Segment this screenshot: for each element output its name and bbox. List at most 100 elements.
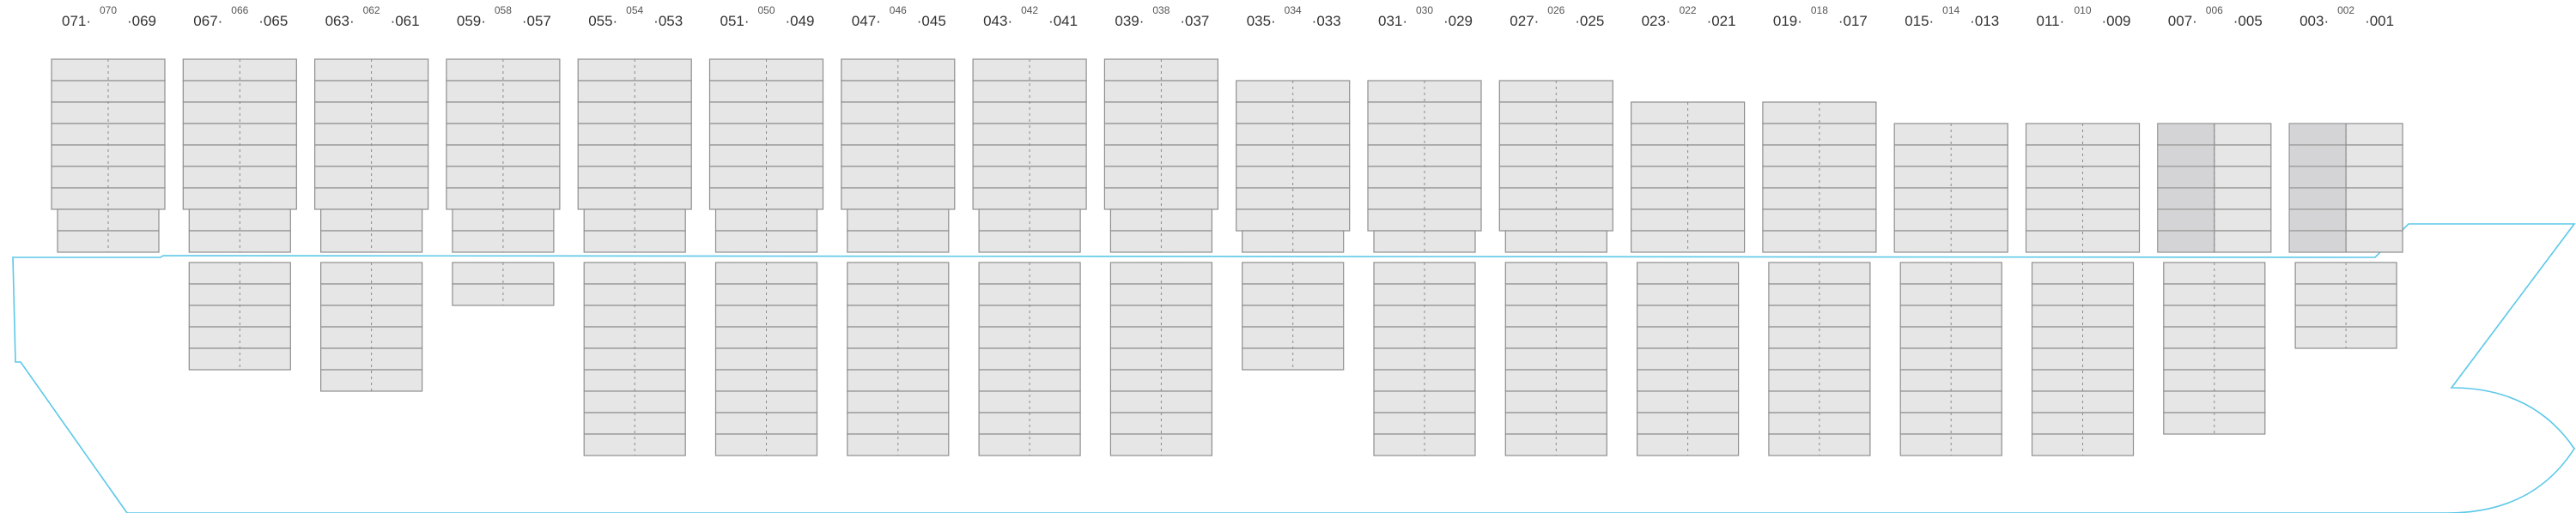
- bay-label-left: 031·: [1378, 13, 1407, 29]
- bay-label-left: 027·: [1510, 13, 1539, 29]
- slot-below: [1768, 412, 1871, 435]
- slot-below: [1109, 262, 1213, 285]
- bay-label-mid: 050: [757, 4, 775, 16]
- slot-below: [2031, 369, 2135, 392]
- bay-label-right: ·037: [1180, 13, 1209, 29]
- slot-below: [978, 412, 1081, 435]
- slot-above: [1630, 208, 1746, 232]
- bay-label-mid: 030: [1416, 4, 1433, 16]
- slot-above-highlight: [2158, 189, 2215, 208]
- ship-hull-outline: [12, 223, 2576, 513]
- bay-006: 007·006·005: [2157, 4, 2272, 435]
- bay-label-right: ·057: [522, 13, 551, 29]
- slot-above-highlight: [2290, 210, 2347, 230]
- slot-below: [1899, 262, 2002, 285]
- slot-above: [1762, 208, 1877, 232]
- slot-above-highlight: [2158, 167, 2215, 187]
- bay-018: 019·018·017: [1762, 4, 1877, 456]
- slot-below: [847, 369, 950, 392]
- slot-below: [1373, 412, 1476, 435]
- slot-above: [1367, 187, 1482, 210]
- bay-label-mid: 014: [1942, 4, 1959, 16]
- bay-066: 067·066·065: [182, 4, 297, 371]
- slot-above: [1498, 187, 1613, 210]
- slot-above: [1373, 230, 1476, 253]
- bay-label-mid: 066: [231, 4, 248, 16]
- slot-below: [1768, 262, 1871, 285]
- slot-below: [714, 369, 818, 392]
- slot-above: [1103, 58, 1219, 81]
- bay-label-right: ·041: [1048, 13, 1078, 29]
- bay-label-mid: 038: [1152, 4, 1170, 16]
- bay-042: 043· 042 ·041: [972, 4, 1087, 456]
- bay-label-left: 015·: [1905, 13, 1934, 29]
- bay-062: 063·062·061: [314, 4, 429, 392]
- bay-label-right: ·029: [1443, 13, 1473, 29]
- slot-below: [1636, 412, 1740, 435]
- bay-label-left: 035·: [1247, 13, 1276, 29]
- slot-above: [452, 208, 555, 232]
- slot-above: [1498, 80, 1613, 103]
- bay-label-right: ·049: [785, 13, 814, 29]
- slot-above: [577, 166, 692, 189]
- slot-above: [708, 166, 824, 189]
- bay-034: 035·034·033: [1236, 4, 1351, 371]
- slot-above: [1242, 230, 1345, 253]
- bay-030: 031· 030 ·029: [1367, 4, 1482, 456]
- bay-label-right: ·021: [1707, 13, 1736, 29]
- slot-above-highlight: [2158, 232, 2215, 251]
- bay-label-mid: 070: [100, 4, 117, 16]
- bay-label-mid: 046: [890, 4, 907, 16]
- bay-label-left: 019·: [1773, 13, 1802, 29]
- slot-below: [583, 369, 686, 392]
- slot-above: [972, 166, 1087, 189]
- bay-label-left: 047·: [852, 13, 881, 29]
- slot-below: [1768, 369, 1871, 392]
- bay-label-right: ·025: [1575, 13, 1604, 29]
- bay-label-right: ·001: [2365, 13, 2394, 29]
- bay-label-mid: 006: [2206, 4, 2223, 16]
- slot-above: [2025, 123, 2141, 146]
- bay-label-left: 011·: [2037, 13, 2065, 29]
- bay-label-left: 067·: [193, 13, 222, 29]
- slot-above-highlight: [2158, 146, 2215, 166]
- bay-label-mid: 058: [495, 4, 512, 16]
- bay-label-left: 059·: [457, 13, 486, 29]
- slot-below: [1504, 369, 1607, 392]
- slot-above: [1893, 123, 2008, 146]
- slot-above-highlight: [2158, 124, 2215, 144]
- slot-below: [1504, 262, 1607, 285]
- bay-label-right: ·009: [2101, 13, 2130, 29]
- bay-label-mid: 062: [363, 4, 380, 16]
- slot-above: [51, 166, 166, 189]
- slot-above: [1630, 101, 1746, 124]
- slot-above: [446, 166, 561, 189]
- bay-label-right: ·013: [1970, 13, 1999, 29]
- bay-label-left: 003·: [2300, 13, 2329, 29]
- slot-above: [320, 208, 423, 232]
- slot-above: [1103, 166, 1219, 189]
- slot-below: [1109, 412, 1213, 435]
- slot-above-highlight: [2290, 146, 2347, 166]
- bay-050: 051·050·049: [708, 4, 824, 456]
- bay-label-right: ·045: [917, 13, 946, 29]
- slot-below: [847, 262, 950, 285]
- slot-below: [2163, 369, 2266, 392]
- bay-label-mid: 042: [1021, 4, 1038, 16]
- bay-label-left: 043·: [983, 13, 1012, 29]
- bay-label-right: ·033: [1312, 13, 1341, 29]
- slot-above: [1109, 208, 1213, 232]
- bay-038: 039·038·037: [1103, 4, 1219, 456]
- slot-below: [2031, 262, 2135, 285]
- slot-below: [2163, 412, 2266, 435]
- bay-label-left: 055·: [588, 13, 617, 29]
- hull-layer: [12, 223, 2576, 513]
- slot-below: [1636, 369, 1740, 392]
- bay-label-left: 007·: [2168, 13, 2197, 29]
- bay-label-right: ·061: [391, 13, 420, 29]
- slot-above: [182, 166, 297, 189]
- slot-below: [1242, 262, 1345, 285]
- bay-058: 059· 058 ·057: [446, 4, 561, 306]
- bay-002: 003·002·001: [2288, 4, 2403, 349]
